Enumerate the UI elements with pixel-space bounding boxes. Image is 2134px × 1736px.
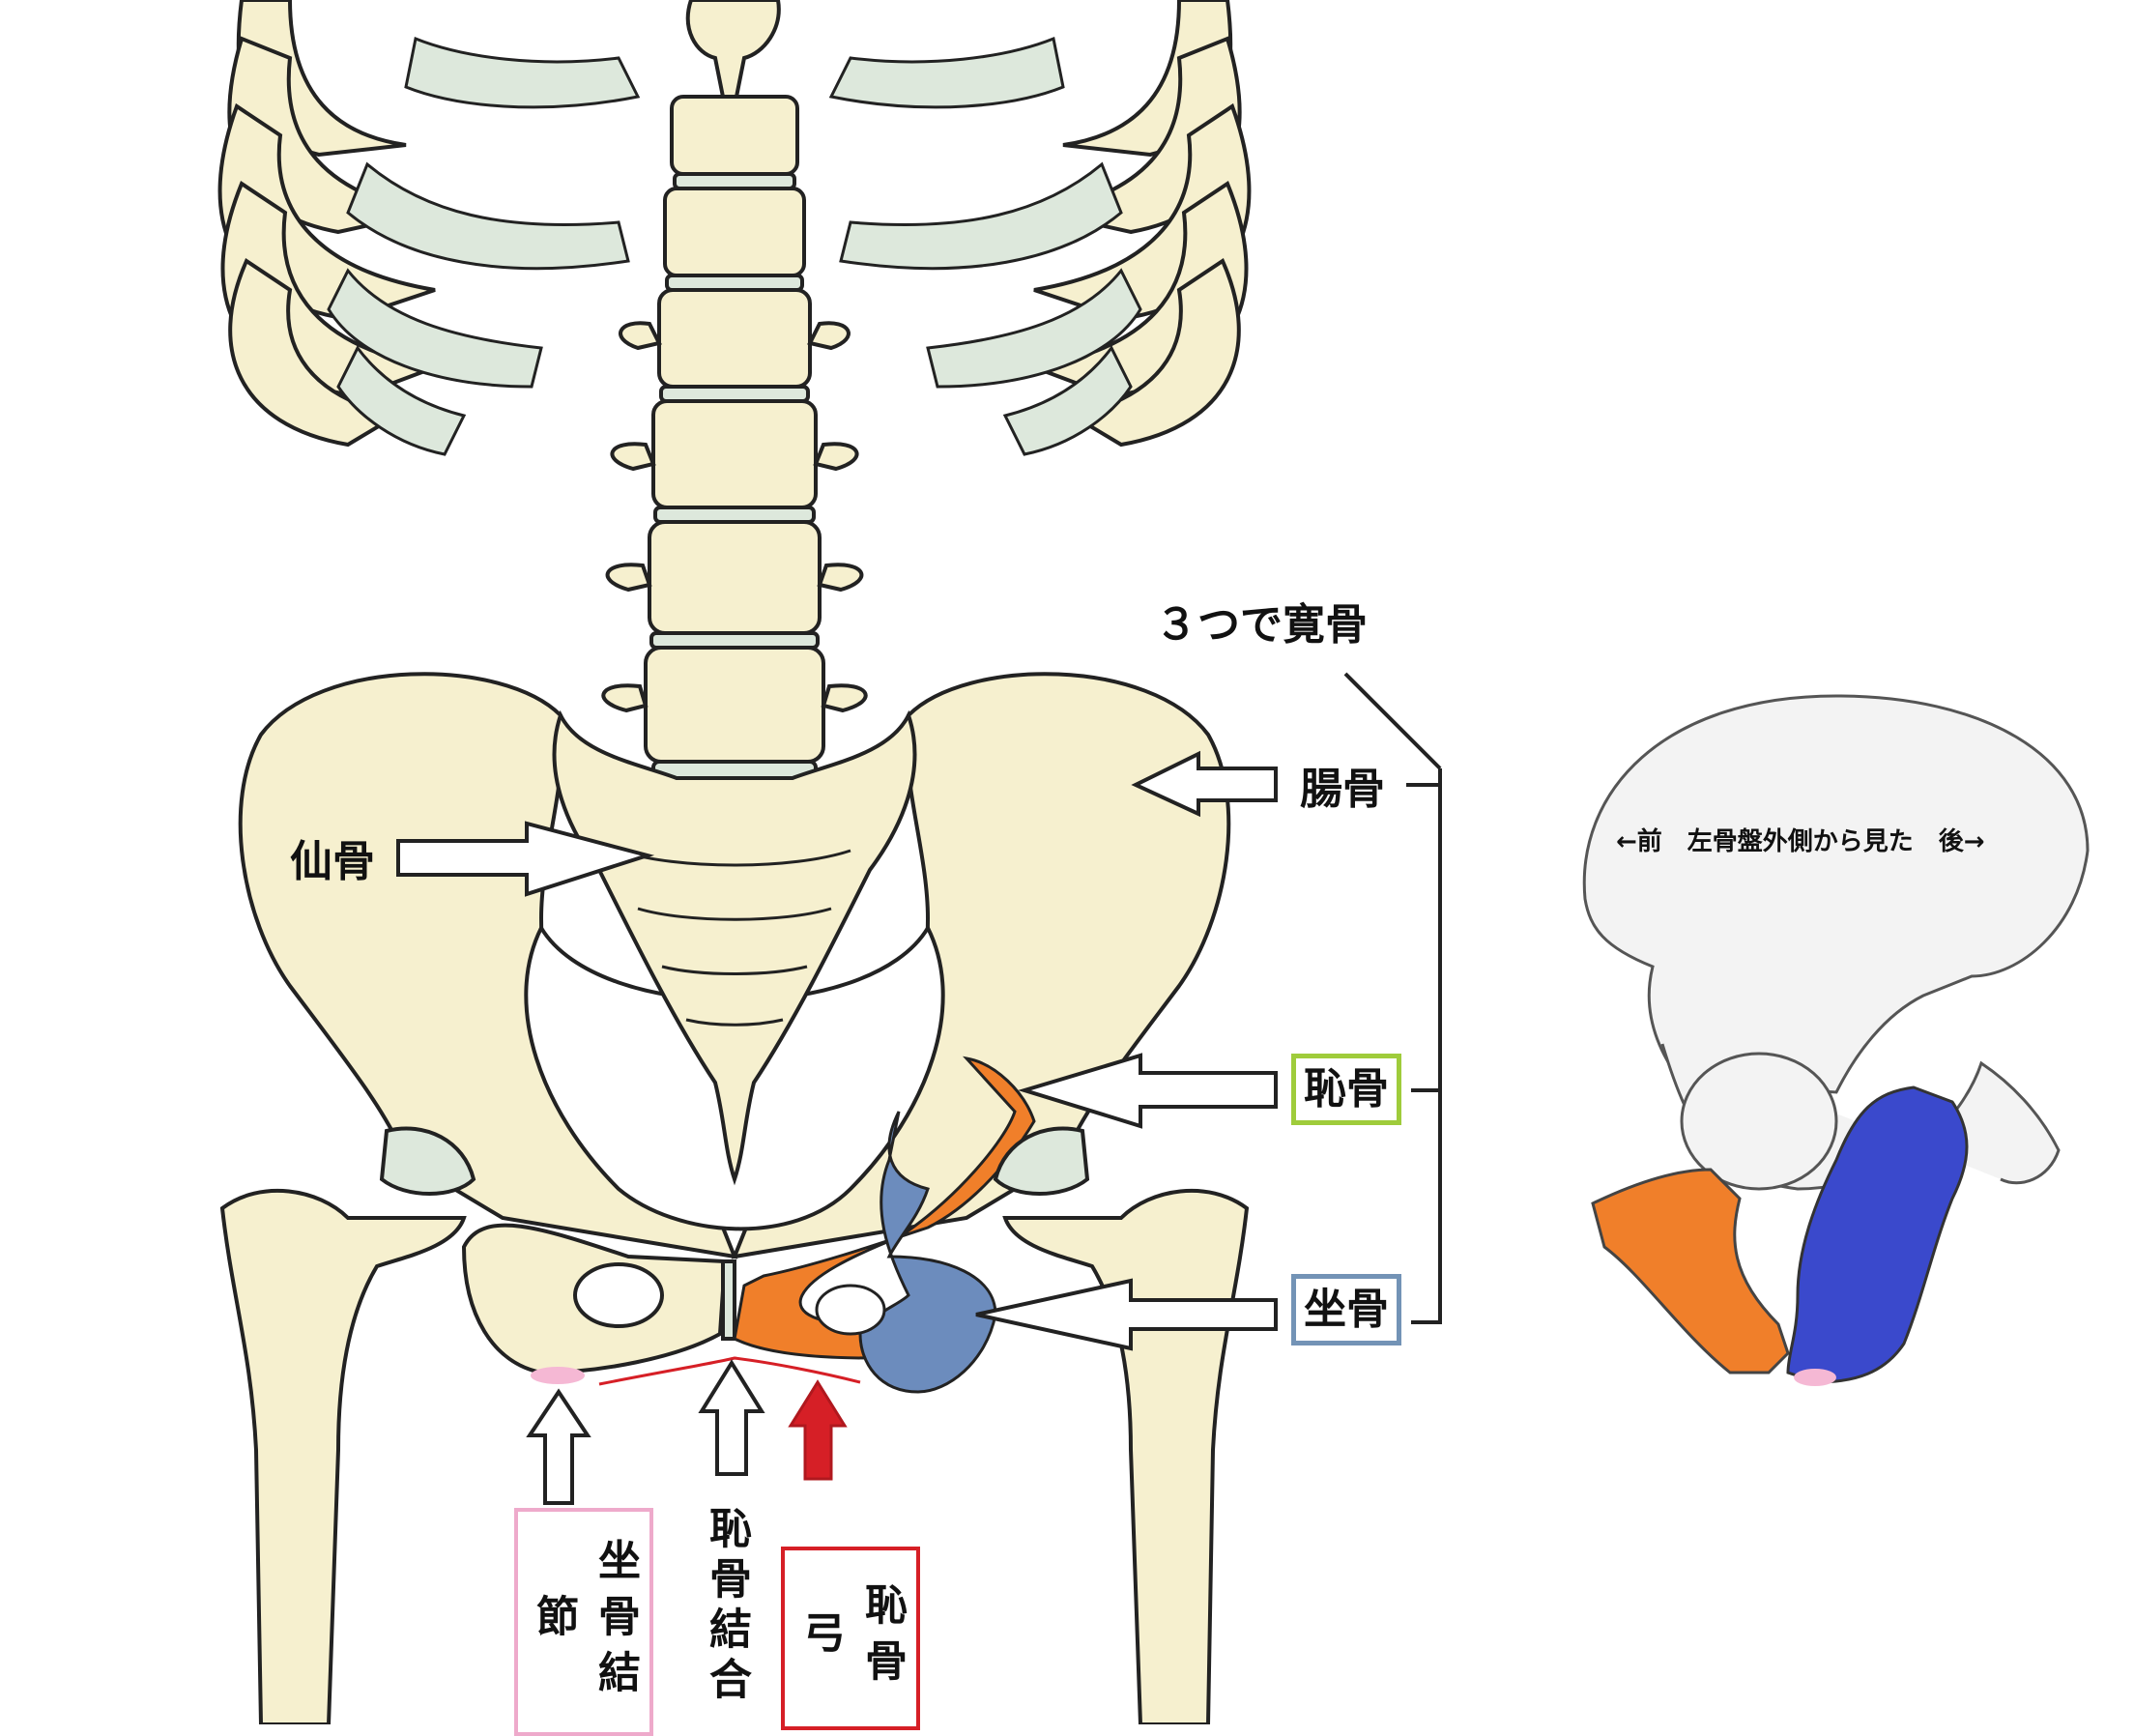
right-femur	[1002, 1188, 1250, 1724]
pubic-symphysis	[721, 1259, 736, 1341]
ilium-label: 腸骨	[1300, 765, 1385, 814]
sternum	[685, 0, 781, 108]
left-femur	[219, 1188, 467, 1724]
symphysis-arrow	[698, 1359, 765, 1476]
hip-bone-bracket	[1343, 672, 1442, 1324]
pubis-label: 恥骨	[1291, 1054, 1401, 1125]
sacrum-label: 仙骨	[290, 837, 375, 886]
pubic-symphysis-label: 恥骨結合	[702, 1506, 751, 1707]
ischial-tuberosity-label: 坐骨結節	[514, 1508, 653, 1736]
sacrum-arrow	[396, 821, 655, 897]
ischium-label: 坐骨	[1291, 1274, 1401, 1345]
lateral-ilium	[1582, 694, 2090, 1094]
ischial-tuberosity-mark	[531, 1367, 585, 1384]
arrows	[396, 750, 1278, 1505]
costal-cartilage	[327, 36, 1142, 456]
sacrum	[552, 709, 917, 1186]
lateral-pelvis-view	[1582, 694, 2090, 1386]
lateral-tuberosity-mark	[1794, 1369, 1836, 1386]
pelvis	[238, 672, 1231, 1375]
hip-bone-label: ３つで寛骨	[1155, 600, 1368, 650]
ilium-arrow	[1131, 750, 1278, 818]
tuberosity-arrow	[526, 1388, 591, 1505]
hip-joints	[379, 1126, 1090, 1196]
pubic-arch-label: 恥骨弓	[781, 1547, 920, 1730]
spine	[601, 95, 868, 781]
ischium-arrow	[975, 1278, 1278, 1351]
ischium-highlight	[858, 1111, 997, 1394]
pubic-arch-arrow	[788, 1379, 848, 1481]
side-view-caption: ←前 左骨盤外側から見た 後→	[1616, 827, 1985, 856]
lateral-ischium	[1786, 1085, 1969, 1384]
pubis-arrow	[1018, 1053, 1278, 1129]
lateral-pubis	[1591, 1168, 1790, 1374]
pubic-arch-line	[598, 1356, 861, 1386]
